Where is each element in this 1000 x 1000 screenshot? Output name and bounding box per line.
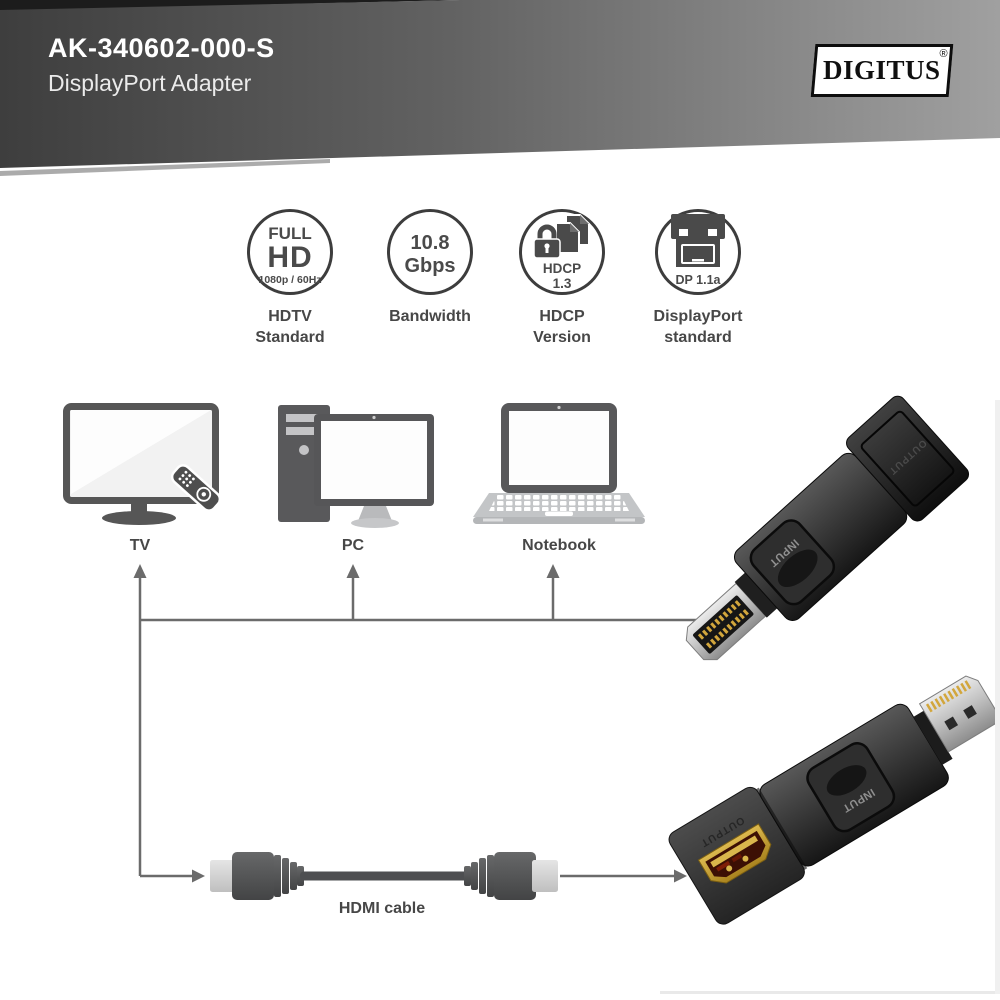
displayport-plug-icon: DP 1.1a <box>655 209 741 295</box>
spec-hdcp: HDCP 1.3 HDCP Version <box>487 206 637 348</box>
tv-label: TV <box>129 537 151 554</box>
banner: AK-340602-000-S DisplayPort Adapter DIGI… <box>0 0 1000 200</box>
arrow-to-pc <box>346 564 360 578</box>
svg-text:HDCP: HDCP <box>543 261 581 276</box>
pc-icon <box>278 405 434 528</box>
svg-text:DP 1.1a: DP 1.1a <box>676 273 722 287</box>
spec-label-line1: Bandwidth <box>389 308 471 325</box>
photo-edge <box>660 991 1000 994</box>
banner-shadow-edge <box>0 159 330 176</box>
hdmi-cable-label: HDMI cable <box>338 900 426 917</box>
arrow-to-hdmi-cable <box>192 869 205 883</box>
notebook-icon <box>473 403 645 524</box>
dp-gold-pins <box>697 600 749 649</box>
svg-text:10.8: 10.8 <box>411 232 450 254</box>
product-code: AK-340602-000-S <box>48 33 275 63</box>
spec-label-line1: DisplayPort <box>653 308 743 325</box>
svg-text:FULL: FULL <box>268 224 311 243</box>
pc-label: PC <box>341 537 365 554</box>
photo-edge <box>995 400 1000 994</box>
remote-control-icon <box>170 464 222 512</box>
hdcp-lock-documents-icon: HDCP 1.3 <box>519 209 605 295</box>
svg-text:1080p / 60Hz: 1080p / 60Hz <box>258 274 321 286</box>
svg-text:Gbps: Gbps <box>404 255 455 277</box>
dp-adapter-photo-top: INPUT OUTPUT <box>685 395 970 661</box>
banner-main <box>0 0 1000 168</box>
spec-displayport-standard: DP 1.1a DisplayPort standard <box>623 206 773 348</box>
dp-adapter-photo-bottom: OUTPUT INPUT <box>668 675 1000 925</box>
dp-gold-pins <box>925 680 972 713</box>
spec-label-line1: HDTV <box>268 308 312 325</box>
product-name: DisplayPort Adapter <box>48 70 252 96</box>
spec-label-line1: HDCP <box>539 308 585 325</box>
hdmi-cable-illustration <box>210 852 558 900</box>
notebook-label: Notebook <box>522 537 596 554</box>
dp-male-connector <box>918 675 1000 753</box>
banner-shape <box>0 0 1000 176</box>
spec-full-hd: FULL HD 1080p / 60Hz HDTV Standard <box>215 206 365 348</box>
arrow-to-tv <box>133 564 147 578</box>
spec-label-line2: Version <box>533 329 591 346</box>
spec-bandwidth: 10.8 Gbps Bandwidth <box>355 206 505 327</box>
arrow-to-adapter-hdmi-port <box>674 869 687 883</box>
tv-icon <box>63 403 222 525</box>
connection-arrowheads <box>133 564 687 883</box>
full-hd-icon: FULL HD 1080p / 60Hz <box>247 209 333 295</box>
spec-label-line2: standard <box>664 329 732 346</box>
svg-text:HD: HD <box>267 241 312 274</box>
spec-label-line2: Standard <box>255 329 325 346</box>
arrow-to-notebook <box>546 564 560 578</box>
bandwidth-icon: 10.8 Gbps <box>387 209 473 295</box>
svg-text:1.3: 1.3 <box>553 276 572 291</box>
connection-lines <box>138 578 707 878</box>
